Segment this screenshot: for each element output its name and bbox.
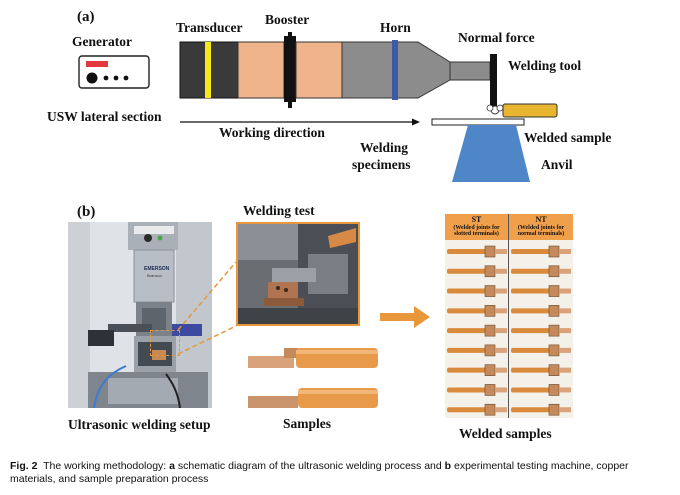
weld-area-highlight [150,330,180,356]
st-sample-row [447,265,507,278]
panel-b-letter: (b) [77,204,96,220]
booster-right-icon [295,41,343,99]
caption-a: a [169,460,175,472]
col-nt-title: NT [535,215,547,224]
col-nt-subtitle: (Welded joints for normal terminals) [517,225,565,237]
nt-sample-row [511,364,571,376]
caption-b: b [444,460,452,472]
machine-brand-label: EMERSON [144,266,170,272]
col-st-title: ST [471,215,482,224]
machine-sub-label: Branson [147,273,162,278]
st-sample-row [447,305,507,317]
booster-left-icon [237,41,285,99]
figure-caption: Fig. 2 The working methodology: a schema… [10,460,672,486]
nt-sample-row [511,265,571,278]
normal-force-label: Normal force [458,30,535,45]
nt-sample-row [511,305,571,317]
nt-sample-row [511,403,571,416]
sample-top [248,348,378,368]
generator-icon [78,55,150,89]
usw-schematic [78,32,558,182]
welded-sample-label: Welded sample [524,130,612,145]
welded-samples-label: Welded samples [459,426,552,441]
samples-illustration [248,348,378,408]
booster-clamp-icon [284,32,296,108]
transducer-label: Transducer [176,20,243,35]
table-divider [508,214,509,418]
nt-sample-row [511,285,571,297]
panel-a-letter: (a) [77,9,95,25]
welded-samples-photo: ST (Welded joints for slotted terminals)… [445,214,573,418]
process-arrow-icon [380,306,430,328]
horn-label: Horn [380,20,411,35]
nt-sample-row [511,245,571,258]
table-header [445,214,573,240]
figure-number: Fig. 2 [10,460,38,472]
sample-bottom [248,388,378,408]
st-sample-row [447,285,507,297]
caption-post: experimental testing machine, copper mat… [10,460,629,485]
welding-tip-icon [486,104,504,115]
working-direction-label: Working direction [219,125,325,140]
st-sample-row [447,364,507,376]
st-sample-row [447,245,507,258]
welded-sample-icon [502,103,558,118]
usw-lateral-section-label: USW lateral section [47,109,162,124]
st-sample-row [447,384,507,396]
st-sample-row [447,403,507,416]
st-sample-row [447,324,507,337]
caption-mid: schematic diagram of the ultrasonic weld… [175,460,445,472]
welding-specimens-label-1: Welding [360,140,409,155]
welding-tool-icon [490,54,497,108]
caption-pre-a: The working methodology: [43,460,170,472]
samples-label: Samples [283,416,332,431]
nt-sample-row [511,324,571,337]
generator-label: Generator [72,34,132,49]
welding-test-label: Welding test [243,203,315,218]
welding-specimens-label-2: specimens [352,157,411,172]
booster-label: Booster [265,12,310,27]
welding-test-photo [236,222,360,326]
anvil-label: Anvil [541,157,573,172]
welding-tool-label: Welding tool [508,58,582,73]
horn-icon [341,40,491,100]
col-st-subtitle: (Welded joints for slotted terminals) [453,225,500,237]
anvil-icon [452,125,530,182]
nt-sample-row [511,384,571,396]
ultrasonic-setup-label: Ultrasonic welding setup [68,417,211,432]
ultrasonic-machine-photo: EMERSON Branson [68,222,212,408]
st-sample-row [447,344,507,357]
transducer-icon [179,41,239,99]
nt-sample-row [511,344,571,357]
